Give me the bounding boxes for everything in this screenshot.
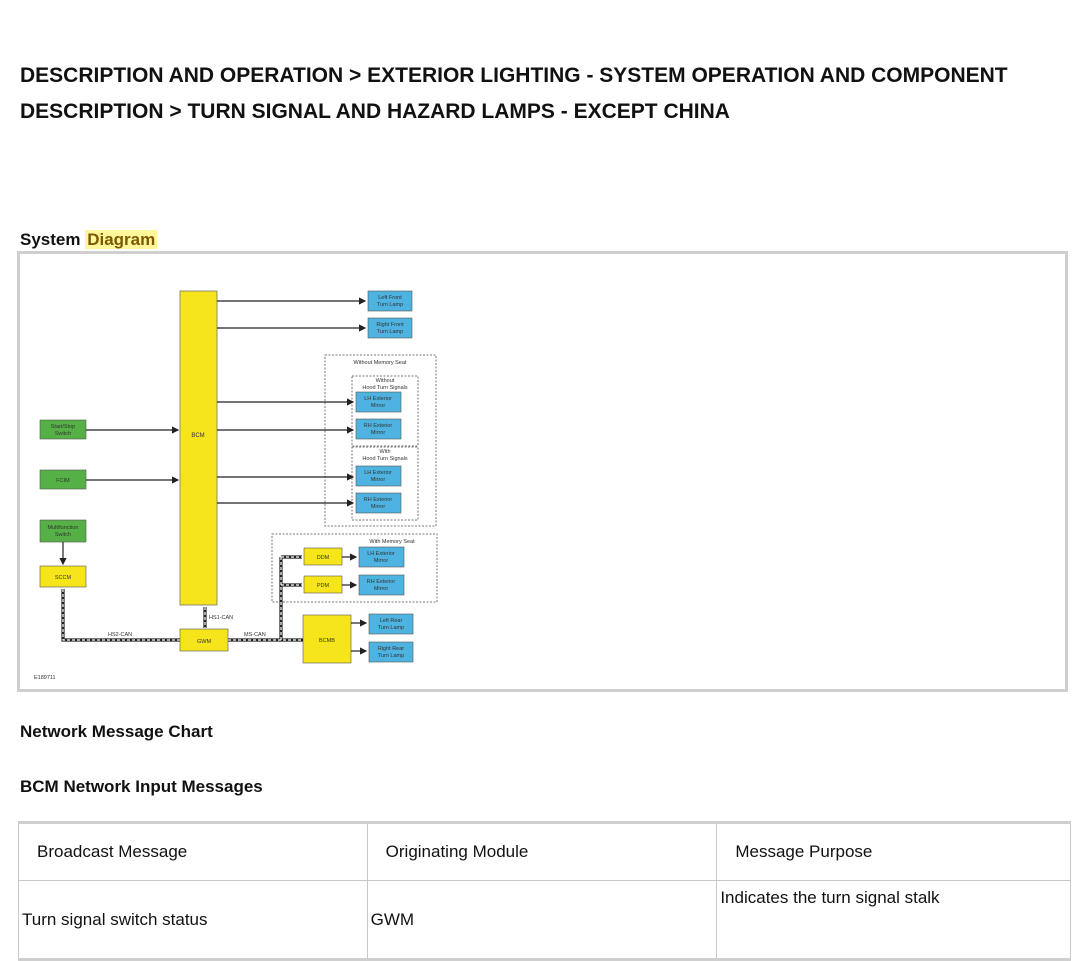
multifunction-label-2: Switch — [55, 532, 71, 538]
header-broadcast-message: Broadcast Message — [18, 822, 368, 881]
with-hood-turn-signals-group — [351, 446, 419, 521]
right-rear-label-1: Right Rear — [378, 646, 404, 652]
network-message-chart-heading: Network Message Chart — [20, 722, 213, 741]
table-header-row: Broadcast Message Originating Module Mes… — [18, 822, 1071, 881]
header-originating-module: Originating Module — [366, 822, 718, 881]
bcm-module — [179, 290, 218, 606]
multifunction-switch — [39, 519, 87, 543]
sccm-module — [39, 565, 87, 588]
bcm-label: BCM — [191, 433, 204, 439]
left-rear-label-2: Turn Lamp — [378, 625, 404, 631]
cell-originating-module: GWM — [366, 880, 718, 960]
rh-mirror-1-label-2: Mirror — [371, 430, 386, 436]
bcm-network-input-heading: BCM Network Input Messages — [20, 777, 263, 796]
lh-mirror-1-label-2: Mirror — [371, 403, 386, 409]
without-hood-label-2: Hood Turn Signals — [362, 385, 407, 391]
lh-exterior-mirror-3 — [358, 546, 405, 568]
multifunction-label-1: Multifunction — [48, 525, 79, 531]
pdm-label: PDM — [317, 583, 330, 589]
lh-mirror-2-label-2: Mirror — [371, 477, 386, 483]
ms-can-label: MS-CAN — [244, 632, 266, 638]
rh-exterior-mirror-1 — [355, 418, 402, 440]
right-front-label-1: Right Front — [376, 322, 404, 328]
right-rear-label-2: Turn Lamp — [378, 653, 404, 659]
without-hood-turn-signals-group — [351, 375, 419, 447]
lh-mirror-3-label-1: LH Exterior — [367, 551, 395, 557]
rh-mirror-3-label-2: Mirror — [374, 586, 389, 592]
without-hood-label-1: Without — [376, 378, 395, 384]
lh-mirror-2-label-1: LH Exterior — [364, 470, 392, 476]
without-memory-seat-group — [324, 354, 437, 527]
cell-broadcast-message: Turn signal switch status — [18, 880, 368, 960]
right-rear-turn-lamp — [368, 641, 414, 663]
left-front-turn-lamp — [367, 290, 413, 312]
with-hood-label-1: With — [380, 449, 391, 455]
left-rear-label-1: Left Rear — [380, 618, 403, 624]
lh-exterior-mirror-2 — [355, 465, 402, 487]
bcmb-label: BCMB — [319, 638, 335, 644]
left-rear-turn-lamp — [368, 613, 414, 635]
rh-exterior-mirror-2 — [355, 492, 402, 514]
rh-mirror-2-label-2: Mirror — [371, 504, 386, 510]
system-diagram-heading: System Diagram — [20, 230, 158, 250]
right-front-label-2: Turn Lamp — [377, 329, 403, 335]
header-message-purpose: Message Purpose — [716, 822, 1071, 881]
system-label: System — [20, 230, 81, 249]
lh-mirror-1-label-1: LH Exterior — [364, 396, 392, 402]
sccm-label: SCCM — [55, 575, 72, 581]
left-front-label-2: Turn Lamp — [377, 302, 403, 308]
rh-mirror-3-label-1: RH Exterior — [367, 579, 396, 585]
cell-message-purpose: Indicates the turn signal stalk — [716, 880, 1071, 960]
without-memory-seat-label: Without Memory Seat — [354, 360, 407, 366]
start-stop-label-1: Start/Stop — [51, 424, 75, 430]
figure-id: E189711 — [34, 675, 56, 681]
page-title: DESCRIPTION AND OPERATION > EXTERIOR LIG… — [20, 64, 1008, 123]
rh-mirror-1-label-1: RH Exterior — [364, 423, 393, 429]
bcmb-module — [302, 614, 352, 664]
ddm-label: DDM — [317, 555, 330, 561]
message-table: Broadcast Message Originating Module Mes… — [18, 821, 1071, 961]
with-hood-label-2: Hood Turn Signals — [362, 456, 407, 462]
lh-mirror-3-label-2: Mirror — [374, 558, 389, 564]
right-front-turn-lamp — [367, 317, 413, 339]
system-diagram: Without Memory Seat Without Hood Turn Si… — [34, 290, 438, 681]
gwm-label: GWM — [197, 639, 211, 645]
lh-exterior-mirror-1 — [355, 391, 402, 413]
hs1-can-label: HS1-CAN — [209, 615, 233, 621]
system-diagram-figure: Without Memory Seat Without Hood Turn Si… — [17, 251, 1068, 692]
rh-mirror-2-label-1: RH Exterior — [364, 497, 393, 503]
hs2-can-label: HS2-CAN — [108, 632, 132, 638]
with-memory-seat-label: With Memory Seat — [369, 539, 415, 545]
left-front-label-1: Left Front — [378, 295, 402, 301]
with-memory-seat-group — [271, 533, 438, 603]
fcim-label: FCIM — [56, 478, 70, 484]
diagram-highlight: Diagram — [85, 230, 158, 249]
table-row: Turn signal switch status GWM Indicates … — [18, 880, 1071, 960]
start-stop-label-2: Switch — [55, 431, 71, 437]
rh-exterior-mirror-3 — [358, 574, 405, 596]
